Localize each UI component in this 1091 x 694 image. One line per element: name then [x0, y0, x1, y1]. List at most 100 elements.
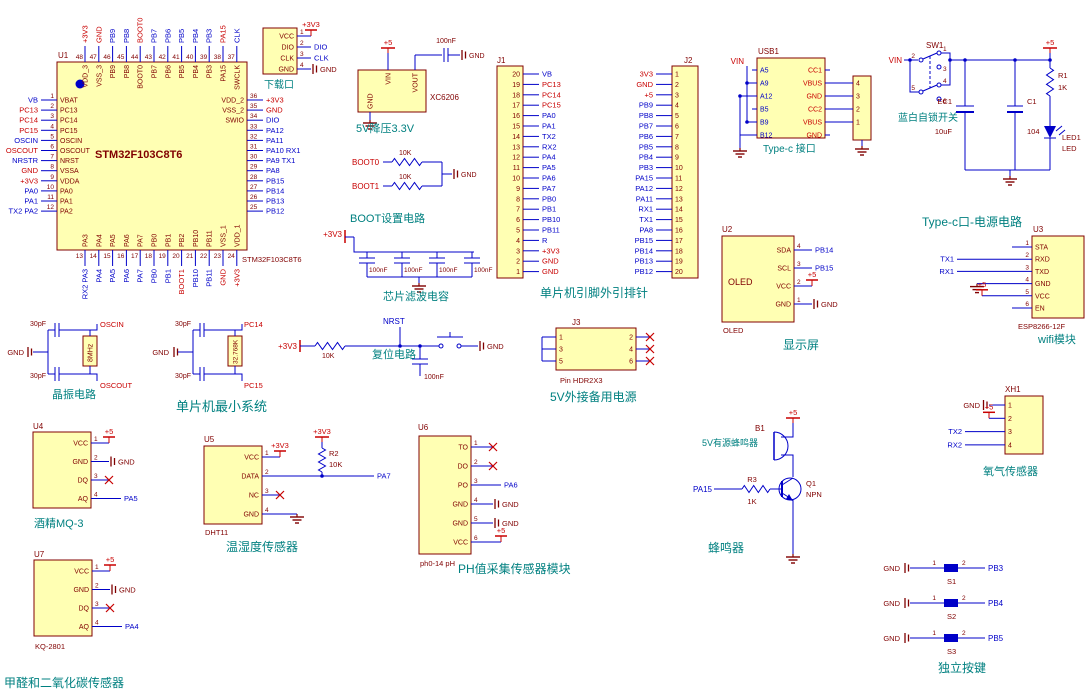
pin-name: 20	[675, 269, 683, 276]
net-label: PB3	[988, 564, 1004, 573]
usb-typec-body[interactable]	[756, 57, 826, 139]
net-label: PA9 TX1	[266, 156, 295, 165]
header-j1-body[interactable]	[496, 65, 524, 279]
pin-number: 2	[1025, 252, 1029, 259]
pin-number: 3	[797, 261, 801, 268]
value-label: 30pF	[30, 373, 46, 380]
pin-name: 14	[675, 207, 683, 214]
oled-display-body[interactable]	[721, 235, 795, 323]
net-label: PA7	[136, 269, 145, 283]
header-j1-designator: J1	[497, 56, 506, 65]
wifi-esp8266[interactable]: U3ESP8266-12F1STA2RXDTX13TXDRX14GND5VCC+…	[939, 225, 1085, 331]
junction-dot	[745, 120, 749, 124]
download-port-body[interactable]	[262, 27, 298, 75]
backup-power-header-designator: J3	[572, 318, 581, 327]
pin-name: PA7	[138, 234, 145, 247]
pin-name: NRST	[60, 158, 80, 165]
pin-name: PA4	[96, 234, 103, 247]
net-label: PC13	[542, 80, 561, 89]
pin-number: 32	[250, 133, 258, 140]
pin-name: 6	[516, 217, 520, 224]
net-label: RX1	[638, 205, 653, 214]
pin-name: VCC	[453, 540, 468, 547]
section-caption: 芯片滤波电容	[383, 289, 449, 303]
header-j2-body[interactable]	[671, 65, 699, 279]
pin-number: 33	[250, 123, 258, 130]
pin-name: 2	[516, 259, 520, 266]
pin-number: 3	[1025, 264, 1029, 271]
pin-name: SWIO	[225, 118, 244, 125]
pin-name: PC14	[60, 118, 78, 125]
pin-number: 19	[159, 253, 167, 260]
pin-number: 1	[1025, 240, 1029, 247]
designator: R3	[747, 475, 757, 484]
wire	[941, 52, 951, 60]
section-caption: wifi模块	[1037, 333, 1076, 346]
pin-number: 3	[95, 601, 99, 608]
net-label: PB15	[815, 264, 833, 273]
net-label: +3V3	[542, 246, 560, 255]
formaldehyde-co2-sensor-body[interactable]	[33, 559, 93, 637]
pin-name: NC	[249, 493, 259, 500]
ph-sensor-module-body[interactable]	[418, 435, 472, 555]
section-caption: 温湿度传感器	[226, 539, 298, 554]
net-label: PC14	[19, 116, 38, 125]
backup-power-header-body[interactable]	[555, 327, 637, 371]
net-label: NRST	[383, 317, 405, 326]
net-label: PA4	[125, 622, 139, 631]
mcu-stm32f103c8t6[interactable]: U1STM32F103C8T6STM32F103C8T61VBATVB2PC13…	[6, 18, 302, 300]
mcu-stm32f103c8t6-body[interactable]	[56, 61, 248, 251]
pin-name: 10	[512, 176, 520, 183]
pin-name: PB2	[179, 234, 186, 247]
pin-name: 13	[512, 144, 520, 151]
regulator-xc6206-body[interactable]	[357, 69, 427, 113]
gnd-label: GND	[883, 564, 900, 573]
pin-number: 2	[95, 583, 99, 590]
gnd-label: GND	[883, 599, 900, 608]
pin-name: VSS_3	[96, 65, 103, 87]
mcu-stm32f103c8t6-designator: U1	[58, 51, 69, 60]
net-label: PA5	[124, 494, 138, 503]
value-label: 30pF	[175, 321, 191, 328]
wire	[391, 157, 423, 167]
wire	[781, 477, 794, 486]
section-caption: 蜂鸣器	[708, 540, 744, 555]
header-j2[interactable]: J213V32GND3+54PB95PB86PB77PB68PB59PB410P…	[635, 56, 699, 279]
gnd-symbol	[363, 120, 377, 130]
no-connect-x	[645, 344, 655, 354]
wifi-esp8266-body[interactable]	[1031, 235, 1085, 319]
net-label: NRSTR	[12, 156, 38, 165]
wire	[90, 373, 98, 381]
wire	[488, 461, 498, 471]
value-label: 100nF	[474, 267, 492, 274]
gnd-bracket-symbol	[173, 347, 179, 357]
oxygen-sensor-header-body[interactable]	[1004, 395, 1044, 455]
pin-number: 1	[50, 93, 54, 100]
oled-display-title: OLED	[728, 277, 753, 287]
dht11-sensor-body[interactable]	[203, 445, 263, 525]
designator: LED1	[1062, 133, 1081, 142]
alcohol-sensor-mq3-body[interactable]	[32, 431, 92, 509]
pin-number: 3	[94, 473, 98, 480]
power-symbol: +5	[381, 38, 395, 53]
wire	[105, 603, 115, 613]
arc-shape	[773, 431, 789, 461]
pin-name: 20	[512, 72, 520, 79]
pin-number: 4	[943, 78, 947, 85]
pin-number: 7	[50, 154, 54, 161]
formaldehyde-co2-sensor-part: KQ-2801	[35, 642, 65, 651]
junction-dot	[398, 344, 402, 348]
value-label: 10uF	[935, 127, 953, 136]
